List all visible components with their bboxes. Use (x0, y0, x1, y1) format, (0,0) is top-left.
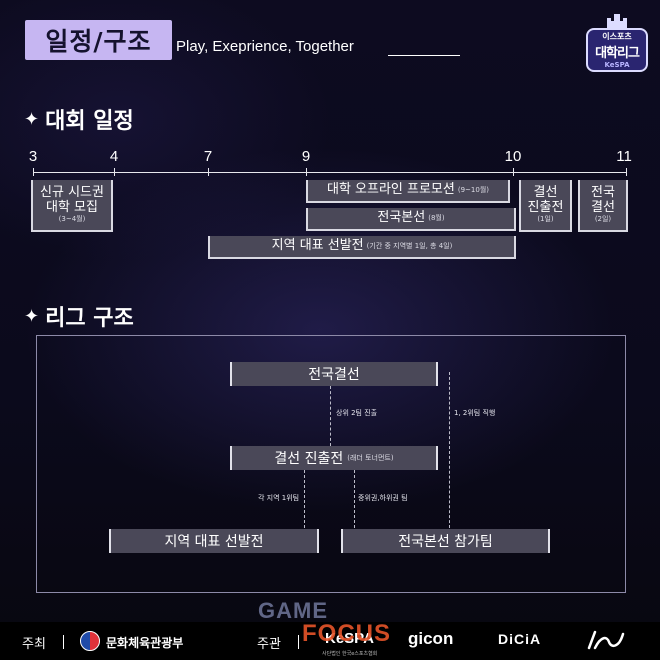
seed-recruit-line2: 대학 모집 (46, 199, 98, 215)
final-qualifier-node-label: 결선 진출전 (274, 451, 344, 467)
tagline: Play, Exeprience, Together (176, 38, 354, 55)
timeline-axis (33, 172, 627, 173)
connector-qual-main (354, 470, 355, 528)
page-title: 일정/구조 (25, 20, 172, 60)
kespa-subtitle: 사단법인 한국e스포츠협회 (322, 651, 378, 657)
tick-mark (626, 168, 627, 176)
final-qualifier-node: 결선 진출전 (래더 토너먼트) (230, 446, 438, 470)
edge-label-direct: 1, 2위팀 직행 (454, 409, 496, 417)
league-structure-frame (36, 335, 626, 593)
host-label: 주최 (22, 637, 46, 652)
tick-label: 3 (28, 148, 38, 165)
watermark-game: GAME (258, 598, 328, 623)
tick-label: 4 (109, 148, 119, 165)
logo-badge: 이스포츠 대학리그 KeSPA (586, 28, 648, 72)
national-main-team-node-label: 전국본선 참가팀 (398, 534, 493, 550)
sponsor-emblem-icon (587, 630, 625, 650)
regional-selection-node: 지역 대표 선발전 (109, 529, 319, 553)
national-main-bar: 전국본선 (8월) (306, 208, 516, 231)
final-qualifier-line2: 진출전 (527, 199, 564, 215)
connector-final-qual (330, 386, 331, 446)
schedule-section-title: 대회 일정 (45, 109, 134, 134)
watermark-focus: FOCUS (302, 620, 391, 647)
host-name: 문화체육관광부 (106, 636, 184, 650)
edge-label-top2: 상위 2팀 진출 (336, 409, 378, 417)
offline-promotion-label: 대학 오프라인 프로모션 (326, 182, 455, 198)
tick-mark (33, 168, 34, 176)
national-main-label: 전국본선 (377, 210, 426, 226)
final-qualifier-line1: 결선 (533, 185, 558, 201)
league-logo: 이스포츠 대학리그 KeSPA (586, 12, 648, 78)
national-final-node-label: 전국결선 (308, 367, 360, 383)
footer-separator (298, 635, 299, 649)
national-main-team-node: 전국본선 참가팀 (341, 529, 550, 553)
schedule-section-header: ✦ 대회 일정 (24, 103, 134, 135)
logo-top-text: 이스포츠 (602, 32, 632, 41)
seed-recruit-line1: 신규 시드권 (40, 185, 104, 201)
castle-icon (607, 14, 627, 30)
structure-section-title: 리그 구조 (45, 306, 134, 331)
taegeuk-icon (80, 631, 100, 651)
tick-mark (513, 168, 514, 176)
sparkle-icon: ✦ (24, 305, 40, 327)
final-qualifier-note: (1일) (537, 214, 554, 223)
footer (0, 622, 660, 660)
seed-recruit-bar: 신규 시드권 대학 모집 (3~4월) (31, 180, 113, 232)
tick-label: 9 (301, 148, 311, 165)
national-final-note: (2일) (594, 214, 612, 223)
regional-selection-bar: 지역 대표 선발전 (기간 중 지역별 1일, 총 4일) (208, 236, 516, 259)
national-final-node: 전국결선 (230, 362, 438, 386)
tick-mark (208, 168, 209, 176)
regional-selection-label: 지역 대표 선발전 (271, 238, 364, 254)
national-main-note: (8월) (428, 213, 445, 222)
dicia-logo: DiCiA (498, 631, 542, 647)
tick-label: 11 (616, 148, 632, 165)
national-final-line2: 결선 (591, 199, 615, 215)
tick-label: 10 (504, 148, 522, 165)
offline-promotion-bar: 대학 오프라인 프로모션 (9~10월) (306, 180, 510, 203)
national-final-line1: 전국 (591, 185, 615, 201)
gicon-logo: gicon (408, 629, 454, 648)
final-qualifier-bar: 결선 진출전 (1일) (519, 180, 572, 232)
footer-separator (63, 635, 64, 649)
edge-label-mid-rank: 중위권,하위권 팀 (358, 494, 408, 502)
tick-label: 7 (203, 148, 213, 165)
organizer-label: 주관 (257, 637, 281, 652)
offline-promotion-note: (9~10월) (457, 185, 489, 194)
tick-mark (114, 168, 115, 176)
connector-final-main (449, 372, 450, 528)
final-qualifier-node-note: (래더 토너먼트) (347, 454, 394, 462)
logo-sub-text: KeSPA (604, 61, 630, 69)
structure-section-header: ✦ 리그 구조 (24, 300, 134, 332)
logo-main-text: 대학리그 (595, 46, 640, 61)
regional-selection-node-label: 지역 대표 선발전 (164, 534, 264, 550)
national-final-bar: 전국 결선 (2일) (578, 180, 628, 232)
tagline-underline (388, 55, 460, 56)
tick-mark (306, 168, 307, 176)
sparkle-icon: ✦ (24, 108, 40, 130)
kespa-logo: KeSPA (325, 630, 374, 647)
seed-recruit-note: (3~4월) (58, 214, 86, 223)
connector-qual-regional (304, 470, 305, 528)
edge-label-regional-first: 각 지역 1위팀 (258, 494, 300, 502)
regional-selection-note: (기간 중 지역별 1일, 총 4일) (366, 241, 453, 250)
